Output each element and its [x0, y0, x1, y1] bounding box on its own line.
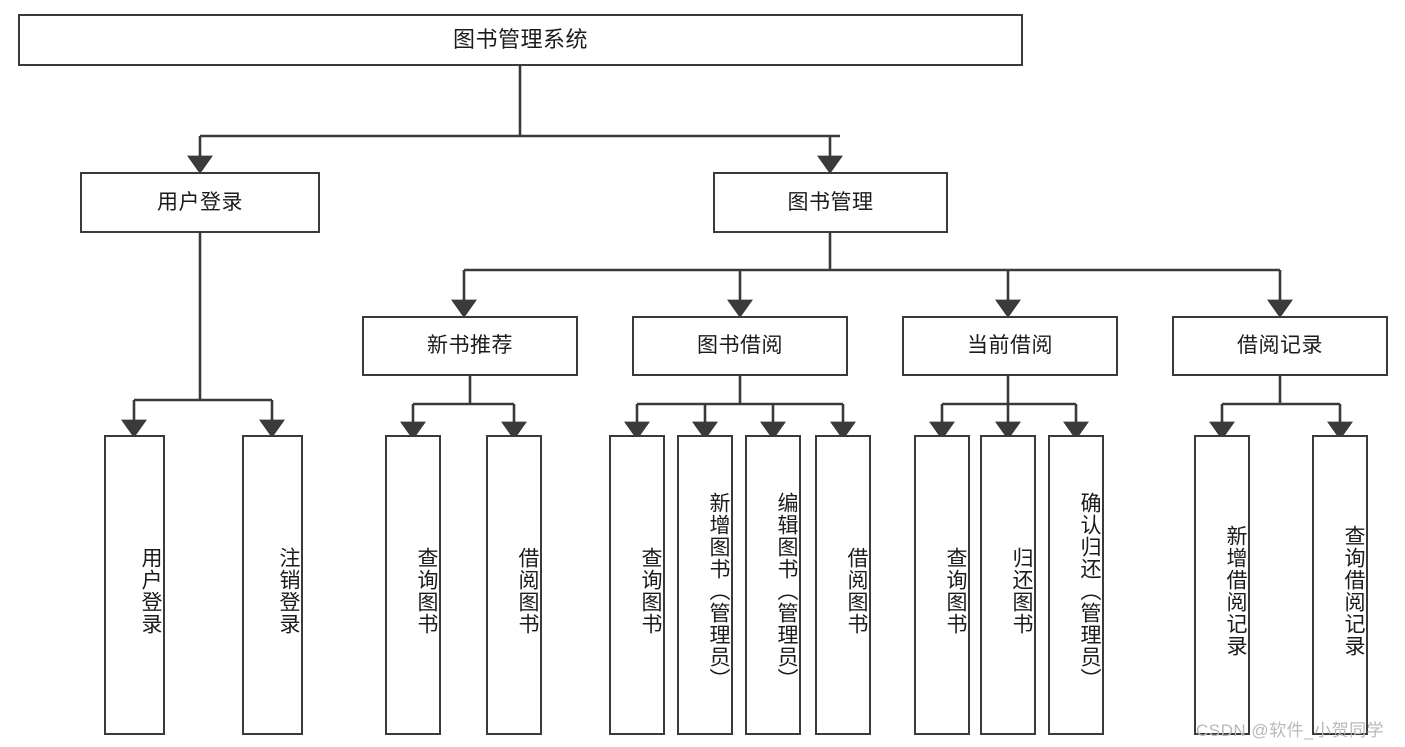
node-book-management[interactable]: 图书管理 [713, 172, 948, 233]
node-label: 图书管理 [787, 190, 874, 214]
node-new-book-recommend[interactable]: 新书推荐 [362, 316, 578, 376]
node-label: 借阅图书 [516, 547, 539, 635]
node-label: 新书推荐 [427, 334, 513, 358]
node-book-borrow[interactable]: 图书借阅 [632, 316, 848, 376]
leaf-return-book[interactable]: 归还图书 [980, 435, 1036, 735]
node-current-borrow[interactable]: 当前借阅 [902, 316, 1118, 376]
leaf-user-login[interactable]: 用户登录 [104, 435, 165, 735]
leaf-borrow-book-recommend[interactable]: 借阅图书 [486, 435, 542, 735]
node-root-book-management-system[interactable]: 图书管理系统 [18, 14, 1023, 66]
node-label: 用户登录 [157, 190, 243, 214]
node-label: 编辑图书（管理员） [775, 492, 798, 690]
node-label: 图书借阅 [697, 334, 783, 358]
node-borrow-record[interactable]: 借阅记录 [1172, 316, 1388, 376]
csdn-watermark: CSDN @软件_小贺同学 [1196, 721, 1385, 740]
leaf-edit-book-admin[interactable]: 编辑图书（管理员） [745, 435, 801, 735]
node-label: 确认归还（管理员） [1078, 492, 1101, 690]
node-label: 注销登录 [277, 547, 300, 635]
leaf-add-book-admin[interactable]: 新增图书（管理员） [677, 435, 733, 735]
node-label: 归还图书 [1010, 547, 1033, 635]
node-user-login[interactable]: 用户登录 [80, 172, 320, 233]
leaf-add-borrow-record[interactable]: 新增借阅记录 [1194, 435, 1250, 735]
node-label: 借阅记录 [1237, 334, 1323, 358]
leaf-logout-login[interactable]: 注销登录 [242, 435, 303, 735]
node-label: 当前借阅 [967, 334, 1053, 358]
leaf-borrow-book-borrow[interactable]: 借阅图书 [815, 435, 871, 735]
node-label: 新增图书（管理员） [707, 492, 730, 690]
leaf-query-book-recommend[interactable]: 查询图书 [385, 435, 441, 735]
node-label: 查询借阅记录 [1342, 525, 1365, 657]
node-label: 查询图书 [944, 547, 967, 635]
node-label: 用户登录 [139, 547, 162, 635]
leaf-confirm-return-admin[interactable]: 确认归还（管理员） [1048, 435, 1104, 735]
node-label: 查询图书 [639, 547, 662, 635]
leaf-query-book-current[interactable]: 查询图书 [914, 435, 970, 735]
node-label: 新增借阅记录 [1224, 525, 1247, 657]
node-label: 借阅图书 [845, 547, 868, 635]
leaf-query-borrow-record[interactable]: 查询借阅记录 [1312, 435, 1368, 735]
leaf-query-book-borrow[interactable]: 查询图书 [609, 435, 665, 735]
node-label: 查询图书 [415, 547, 438, 635]
node-label: 图书管理系统 [452, 26, 588, 52]
